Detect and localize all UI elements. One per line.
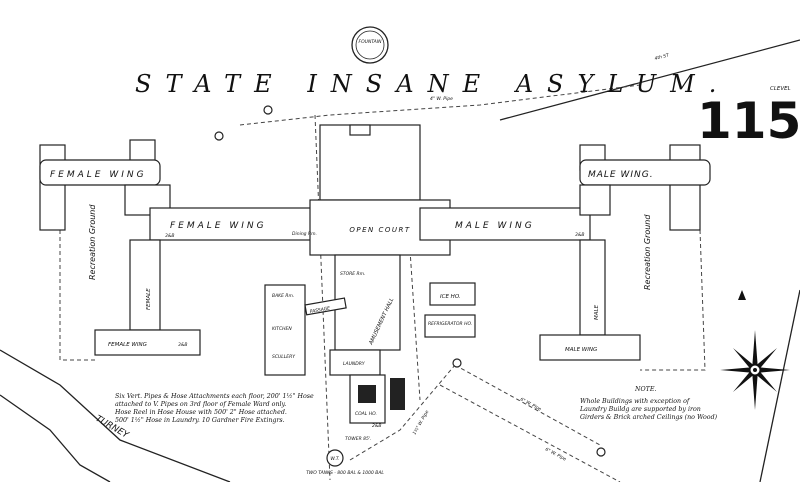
kitchen-block bbox=[264, 284, 306, 376]
note-heading: NOTE. bbox=[634, 386, 656, 393]
scullery-label: SCULLERY bbox=[272, 354, 296, 360]
male-wing-main bbox=[419, 207, 591, 241]
female-wing-lower-label: FEMALE WING bbox=[108, 342, 147, 348]
female-wing-lower bbox=[94, 329, 201, 356]
male-wing-lower-label: MALE WING bbox=[565, 347, 597, 353]
female-wing-upper-label: FEMALE WING bbox=[50, 170, 147, 180]
refrigerator-house-label: REFRIGERATOR HO. bbox=[428, 321, 472, 327]
hydrant-icon bbox=[263, 105, 273, 115]
female-wing-vertical-label: FEMALE bbox=[146, 288, 152, 310]
hydrant-icon bbox=[214, 131, 224, 141]
pipe-line-center-left bbox=[314, 114, 331, 481]
sheet-number: 115 bbox=[697, 92, 800, 150]
passage-label: PASSAGE bbox=[309, 305, 330, 315]
central-stair bbox=[349, 124, 371, 136]
amusement-hall-block bbox=[334, 254, 401, 351]
kitchen-label: KITCHEN bbox=[272, 326, 292, 332]
fountain-inner bbox=[355, 30, 385, 60]
coal-house-label: COAL HO. bbox=[355, 411, 377, 417]
road-turney-edge-lower bbox=[0, 394, 111, 482]
male-wing-upper bbox=[579, 159, 711, 186]
fence-right bbox=[640, 229, 706, 371]
pipe-line-top bbox=[239, 84, 641, 126]
male-wing-lower bbox=[539, 334, 641, 361]
male-wing-vertical bbox=[579, 239, 606, 336]
water-tank bbox=[326, 449, 344, 467]
female-wing-main-label: FEMALE WING bbox=[170, 221, 267, 231]
fence-left bbox=[59, 230, 95, 361]
boiler-2 bbox=[390, 378, 405, 410]
fire-note-line: attached to V. Pipes on 3rd floor of Fem… bbox=[115, 401, 286, 408]
note-line: Laundry Buildg are supported by iron bbox=[579, 406, 701, 413]
male-wing-end-block bbox=[669, 144, 701, 231]
street-label-clevel: CLEVEL bbox=[770, 86, 791, 92]
stories-label: 2&B bbox=[372, 423, 381, 429]
pipe-line-tank bbox=[349, 364, 456, 461]
ice-house bbox=[429, 282, 476, 306]
tanks-note: TWO TANKS - 800 BAL & 1000 BAL bbox=[306, 470, 384, 476]
fountain-circle bbox=[351, 26, 389, 64]
fire-note-line: Six Vert. Pipes & Hose Attachments each … bbox=[115, 393, 314, 400]
male-wing-vertical-label: MALE bbox=[594, 304, 600, 320]
recreation-ground-right: Recreation Ground bbox=[643, 214, 652, 290]
road-turney-edge-upper bbox=[0, 349, 231, 482]
male-wing-upper-label: MALE WING. bbox=[588, 170, 654, 180]
female-wing-vertical bbox=[129, 239, 161, 331]
dining-room-label: Dining Rm. bbox=[292, 231, 317, 237]
recreation-ground-left: Recreation Ground bbox=[88, 204, 97, 280]
laundry-label: LAUNDRY bbox=[343, 361, 366, 367]
note-line: Whole Buildings with exception of bbox=[580, 398, 691, 405]
hydrant-icon bbox=[596, 447, 606, 457]
ice-house-label: ICE HO. bbox=[440, 294, 461, 300]
central-building bbox=[319, 124, 421, 201]
property-line-right bbox=[499, 39, 800, 121]
pipe-label: 6" W. Pipe bbox=[519, 396, 542, 412]
pipe-label: 4" W. Pipe bbox=[430, 96, 453, 102]
open-court-label: OPEN COURT bbox=[349, 226, 410, 234]
tower-label: TOWER 85'. bbox=[345, 436, 372, 442]
stories-label: 3&B bbox=[165, 233, 174, 239]
bake-room-label: BAKE Rm. bbox=[272, 293, 294, 299]
fountain-label: FOUNTAIN bbox=[359, 39, 383, 45]
boiler bbox=[358, 385, 376, 403]
north-arrow-icon bbox=[738, 290, 746, 300]
passage bbox=[304, 297, 347, 316]
stories-label: 3&B bbox=[575, 232, 584, 238]
pipe-line-diag-2 bbox=[439, 384, 621, 482]
pipe-label: 6" W. Pipe bbox=[544, 446, 567, 462]
male-wing-main-label: MALE WING bbox=[455, 221, 535, 231]
property-line-right-lower bbox=[759, 289, 800, 482]
female-wing-upper bbox=[39, 159, 161, 186]
pipe-label: 1½" W. Pipe bbox=[411, 409, 431, 436]
stories-label: 3&B bbox=[178, 342, 187, 348]
female-wing-main bbox=[149, 207, 321, 241]
pipe-line-center-right bbox=[409, 249, 421, 401]
store-room-label: STORE Rm. bbox=[340, 271, 366, 277]
street-label-4th: 4th ST bbox=[654, 52, 671, 62]
compass-rose-icon bbox=[720, 330, 790, 410]
fire-note-line: 500' 1½" Hose in Laundry. 10 Gardner Fir… bbox=[115, 417, 285, 424]
fire-note-line: Hose Reel in Hose House with 500' 2" Hos… bbox=[114, 409, 287, 416]
hydrant-icon bbox=[452, 358, 462, 368]
water-tank-label: W.T. bbox=[330, 456, 340, 462]
female-wing-end-block bbox=[39, 144, 66, 231]
refrigerator-house bbox=[424, 314, 476, 338]
male-connector bbox=[579, 184, 611, 216]
map-title: STATE INSANE ASYLUM. bbox=[135, 70, 730, 98]
note-line: Girders & Brick arched Ceilings (no Wood… bbox=[580, 414, 718, 421]
